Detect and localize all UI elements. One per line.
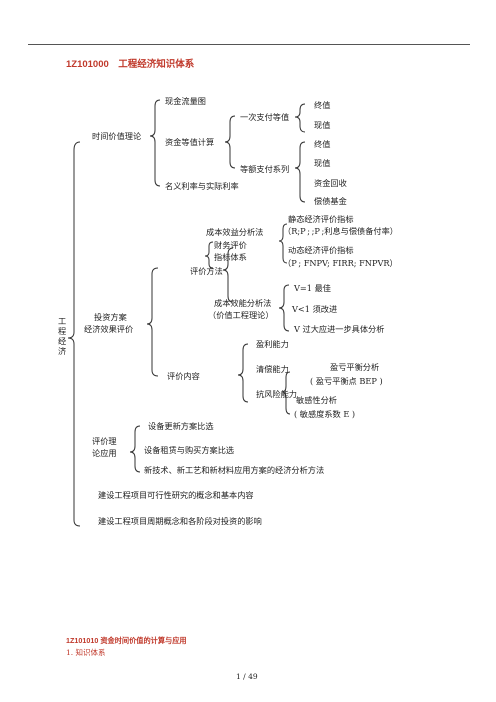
sinking-label: 偿债基金 <box>314 196 347 206</box>
fin-indicator-1: 财务评价 <box>214 240 247 250</box>
root-label: 工 程 经 济 <box>58 316 67 356</box>
application-label-1: 评价理 <box>92 436 117 446</box>
cost-eff-label-2: （价值工程理论） <box>208 310 274 320</box>
bracket-series <box>294 141 306 203</box>
application-label-2: 论应用 <box>92 448 117 458</box>
method-label: 评价方法 <box>190 266 223 276</box>
bracket-application <box>129 425 141 473</box>
extra-item-2: 建设工程项目周期概念和各阶段对投资的影响 <box>98 516 262 526</box>
app-item-3: 新技术、新工艺和新材料应用方案的经济分析方法 <box>144 465 325 475</box>
pv-label: 现值 <box>314 120 331 130</box>
investment-label-1: 投资方案 <box>94 312 127 322</box>
app-item-2: 设备租赁与购买方案比选 <box>144 445 235 455</box>
bracket-value <box>278 284 290 332</box>
fv-label: 终值 <box>314 100 331 110</box>
bracket-content <box>237 343 249 403</box>
v-equal-one: V=1 最佳 <box>294 283 331 293</box>
equivalence-label: 资金等值计算 <box>165 137 215 147</box>
bracket-method <box>222 247 234 303</box>
time-value-label: 时间价值理论 <box>92 131 142 141</box>
app-item-1: 设备更新方案比选 <box>148 421 214 431</box>
fv2-label: 终值 <box>314 139 331 149</box>
sensitivity-label: 敏感性分析 <box>296 395 337 405</box>
extra-item-1: 建设工程项目可行性研究的概念和基本内容 <box>98 490 254 500</box>
dynamic-indicator: 动态经济评价指标 <box>288 245 354 255</box>
breakeven-label: 盈亏平衡分析 <box>330 362 380 372</box>
cost-benefit-label: 成本效益分析法 <box>206 227 264 237</box>
cost-eff-label-1: 成本效能分析法 <box>214 298 272 308</box>
page-title: 1Z101000 工程经济知识体系 <box>66 59 195 70</box>
static-items: （R;P ; ;P ;利息与偿债备付率） <box>283 226 398 236</box>
solvency-label: 清偿能力 <box>256 364 289 374</box>
page-number: 1 / 49 <box>236 672 258 681</box>
series-label: 等额支付系列 <box>240 164 290 174</box>
risk-label: 抗风险能力 <box>256 389 297 399</box>
profit-label: 盈利能力 <box>256 339 289 349</box>
investment-label-2: 经济效果评价 <box>84 324 134 334</box>
bep-label: ( 盈亏平衡点 BEP ) <box>310 376 383 386</box>
sens-coef-label: ( 敏感度系数 E ) <box>294 409 356 419</box>
cash-flow-label: 现金流量图 <box>165 96 206 106</box>
recovery-label: 资金回收 <box>314 178 347 188</box>
bracket-fin-inner <box>204 241 214 269</box>
fin-indicator-2: 指标体系 <box>214 252 247 262</box>
nominal-label: 名义利率与实际利率 <box>165 181 239 191</box>
bracket-time-value <box>149 99 161 187</box>
bracket-finance <box>278 223 288 264</box>
v-less-one: V<1 须改进 <box>292 304 338 314</box>
bracket-once <box>294 103 306 133</box>
section-sub: 1. 知识体系 <box>66 648 106 657</box>
content-label: 评价内容 <box>167 371 200 381</box>
bracket-root <box>67 141 81 527</box>
bracket-investment <box>146 267 159 377</box>
header-rule <box>28 44 470 45</box>
section-heading: 1Z101010 资金时间价值的计算与应用 <box>66 636 187 645</box>
once-pay-label: 一次支付等值 <box>240 112 290 122</box>
pv2-label: 现值 <box>314 158 331 168</box>
static-indicator: 静态经济评价指标 <box>288 214 354 224</box>
bracket-equivalence <box>224 115 236 169</box>
v-too-large: V 过大应进一步具体分析 <box>294 324 385 334</box>
bracket-risk <box>281 371 291 415</box>
dynamic-items: （P ; FNPV; FIRR; FNPVR） <box>283 258 398 268</box>
